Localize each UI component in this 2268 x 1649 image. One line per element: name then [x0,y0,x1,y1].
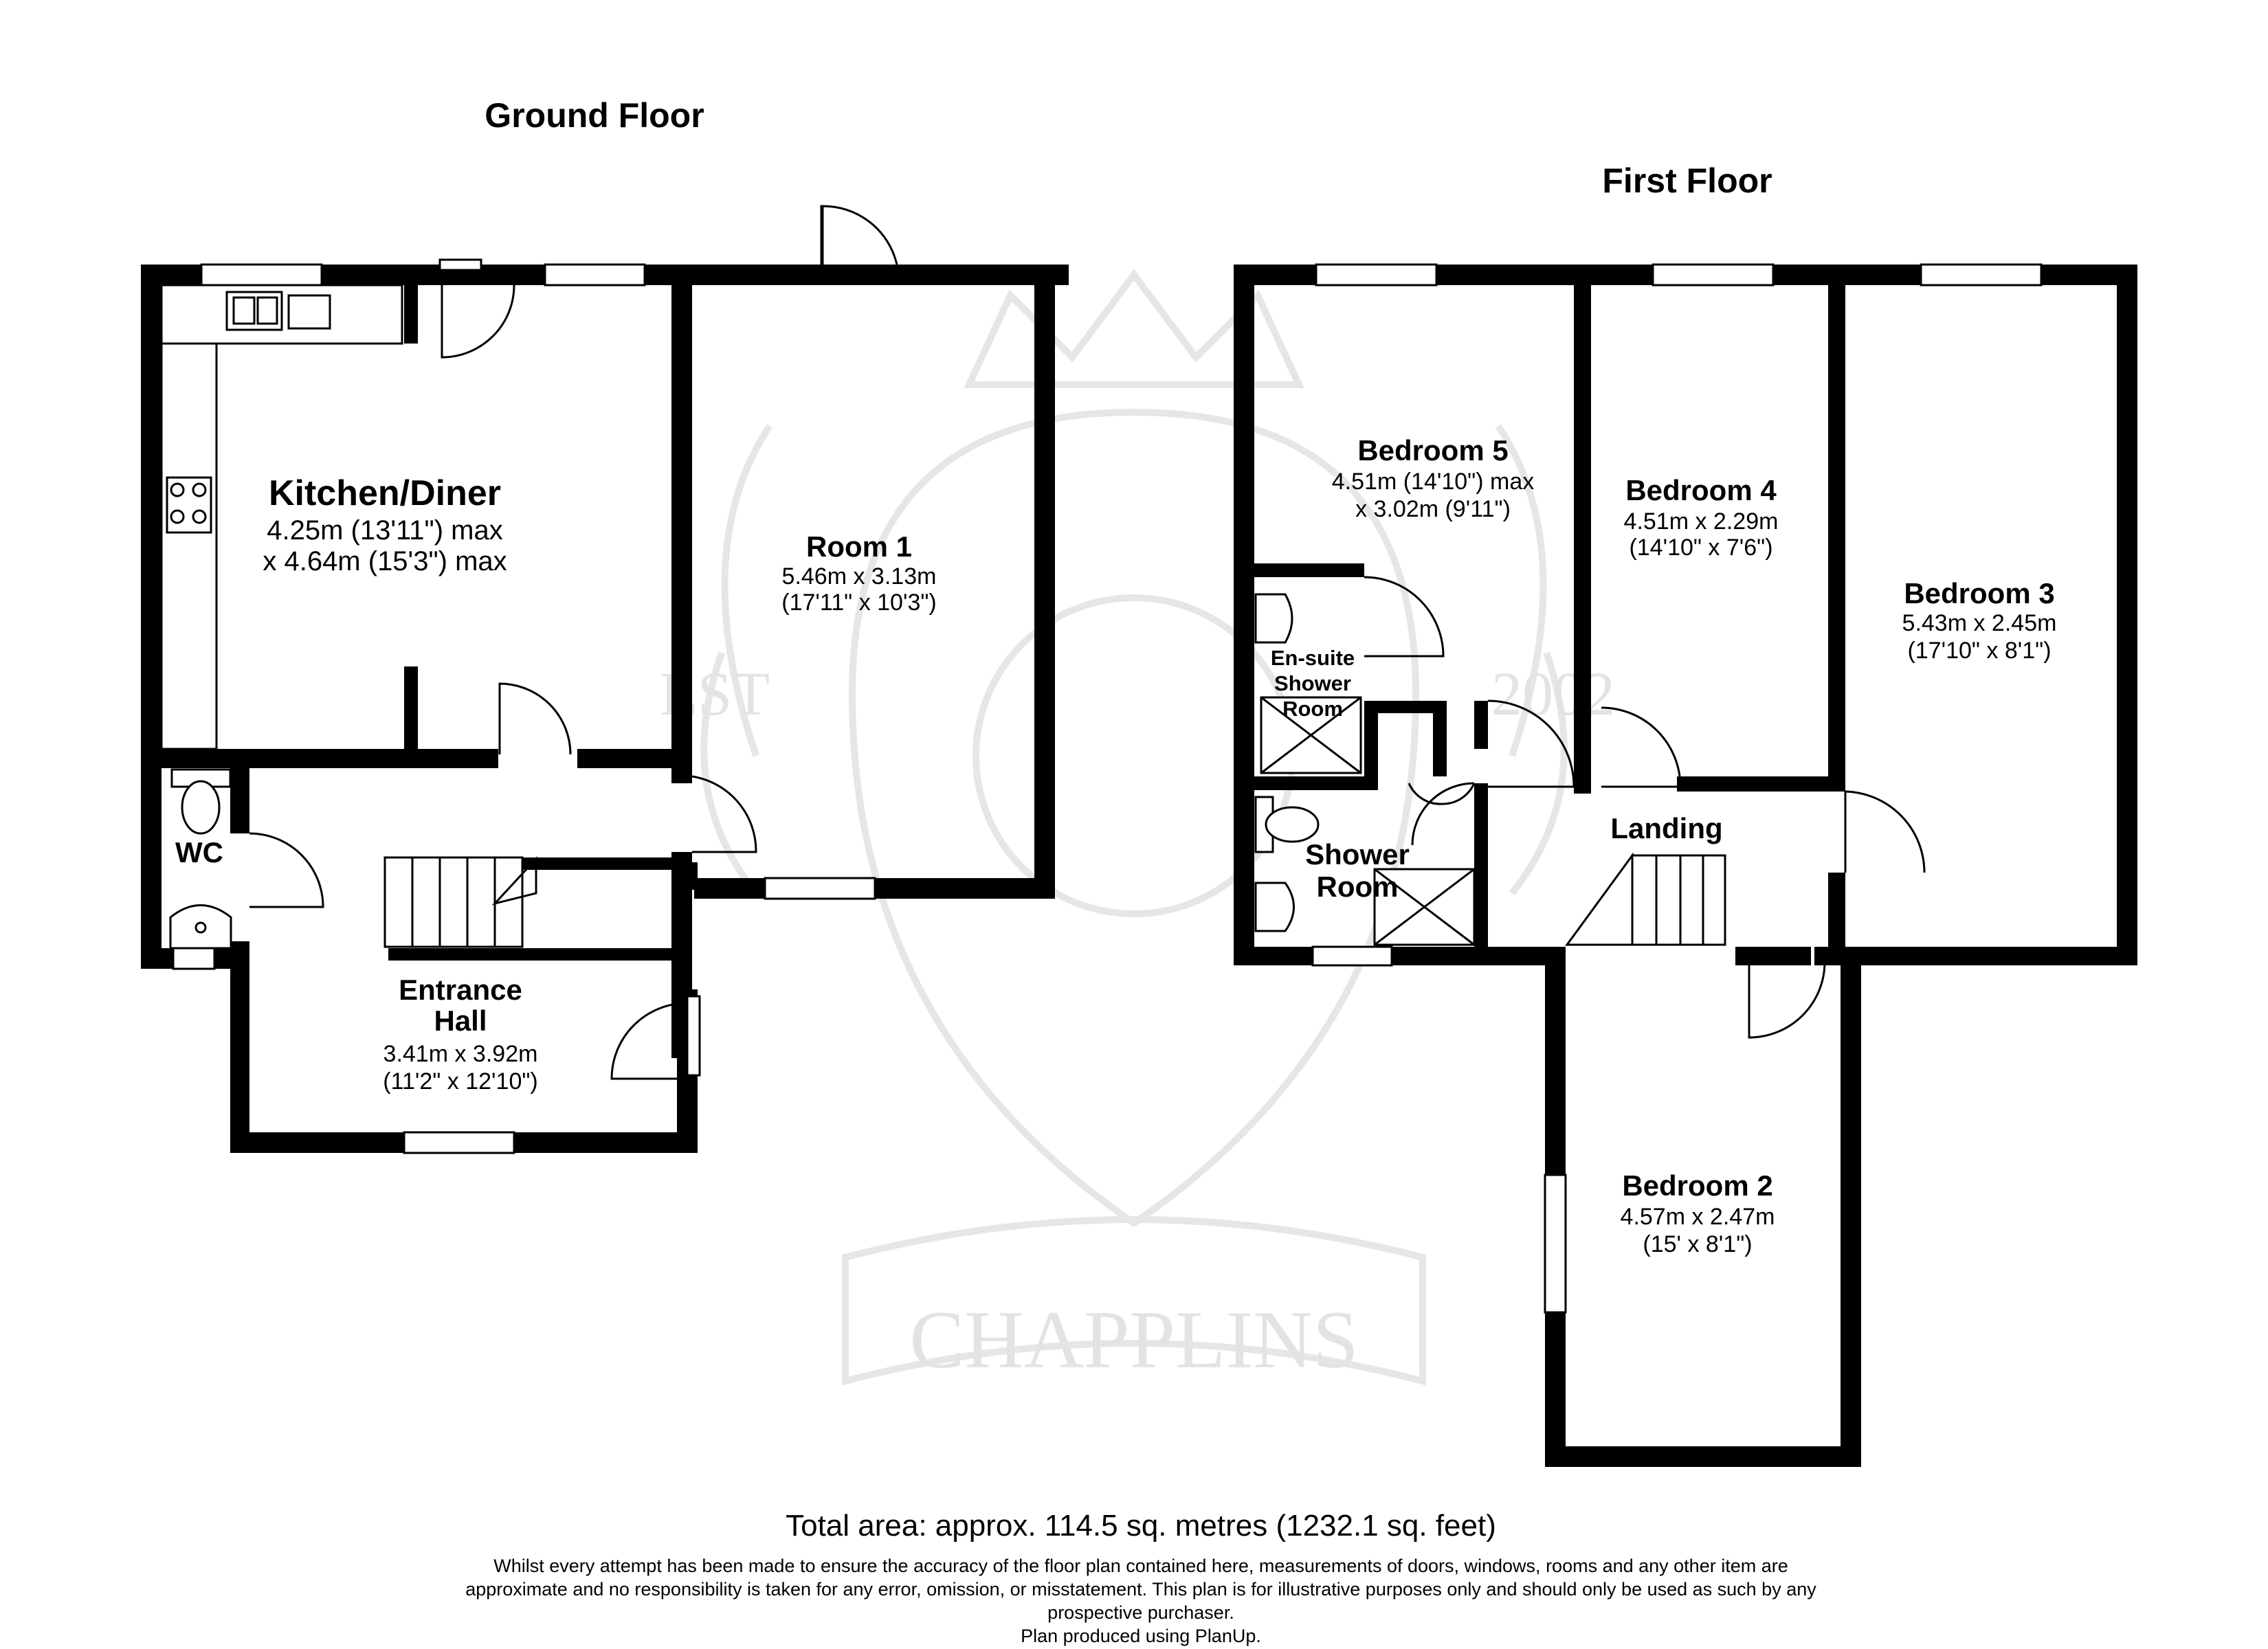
entrance-name1: Entrance [399,974,522,1006]
kitchen-dim1: 4.25m (13'11") max [267,515,502,546]
first-floor-title: First Floor [1602,161,1772,200]
disclaimer-line1: Whilst every attempt has been made to en… [493,1556,1788,1576]
first-floor-labels: Bedroom 5 4.51m (14'10") max x 3.02m (9'… [1271,434,2057,1257]
first-floor-doors [1364,576,1926,1039]
total-area: Total area: approx. 114.5 sq. metres (12… [786,1509,1496,1543]
bed5-dim2: x 3.02m (9'11") [1355,496,1511,522]
footer: Total area: approx. 114.5 sq. metres (12… [465,1509,1816,1646]
ensuite-line3: Room [1282,697,1343,721]
bed3-name: Bedroom 3 [1904,577,2054,609]
entrance-dim1: 3.41m x 3.92m [383,1041,538,1067]
shower-line2: Room [1317,871,1399,903]
watermark-year: 2002 [1491,660,1615,728]
bed5-name: Bedroom 5 [1357,434,1508,467]
disclaimer-line2: approximate and no responsibility is tak… [465,1579,1816,1600]
bed3-dim2: (17'10" x 8'1") [1907,638,2051,664]
ground-floor-labels: Kitchen/Diner 4.25m (13'11") max x 4.64m… [175,473,937,1095]
watermark-brand: CHAPPLINS [909,1294,1359,1385]
room1-dim2: (17'11" x 10'3") [781,590,937,616]
room1-dim1: 5.46m x 3.13m [782,563,937,590]
ground-floor-walls [141,265,1069,1153]
bed4-dim2: (14'10" x 7'6") [1629,535,1772,561]
plan-produced-note: Plan produced using PlanUp. [1021,1626,1261,1646]
bed4-dim1: 4.51m x 2.29m [1624,508,1779,535]
ground-floor-windows [172,258,876,1154]
watermark-logo: CHAPPLINS EST 2002 [660,269,1615,1386]
wc-name: WC [175,836,223,868]
bed3-dim1: 5.43m x 2.45m [1902,610,2057,636]
kitchen-name: Kitchen/Diner [269,473,501,513]
bed5-dim1: 4.51m (14'10") max [1332,469,1534,495]
shower-line1: Shower [1305,838,1410,871]
landing-name: Landing [1610,812,1722,844]
first-floor-windows [1311,263,2043,1314]
ensuite-line2: Shower [1274,671,1351,695]
ground-floor-title: Ground Floor [485,96,704,135]
bed2-name: Bedroom 2 [1622,1169,1772,1202]
ensuite-line1: En-suite [1271,646,1355,670]
ground-floor-doors [249,205,898,1080]
disclaimer-line3: prospective purchaser. [1047,1602,1234,1623]
bed2-dim2: (15' x 8'1") [1643,1231,1752,1257]
first-floor-fixtures [1254,593,1726,946]
bed4-name: Bedroom 4 [1625,474,1777,506]
entrance-name2: Hall [434,1005,487,1037]
room1-name: Room 1 [806,530,912,563]
kitchen-dim2: x 4.64m (15'3") max [263,546,507,576]
bed2-dim1: 4.57m x 2.47m [1621,1204,1775,1230]
ground-floor-fixtures [160,284,537,950]
entrance-dim2: (11'2" x 12'10") [383,1068,538,1095]
